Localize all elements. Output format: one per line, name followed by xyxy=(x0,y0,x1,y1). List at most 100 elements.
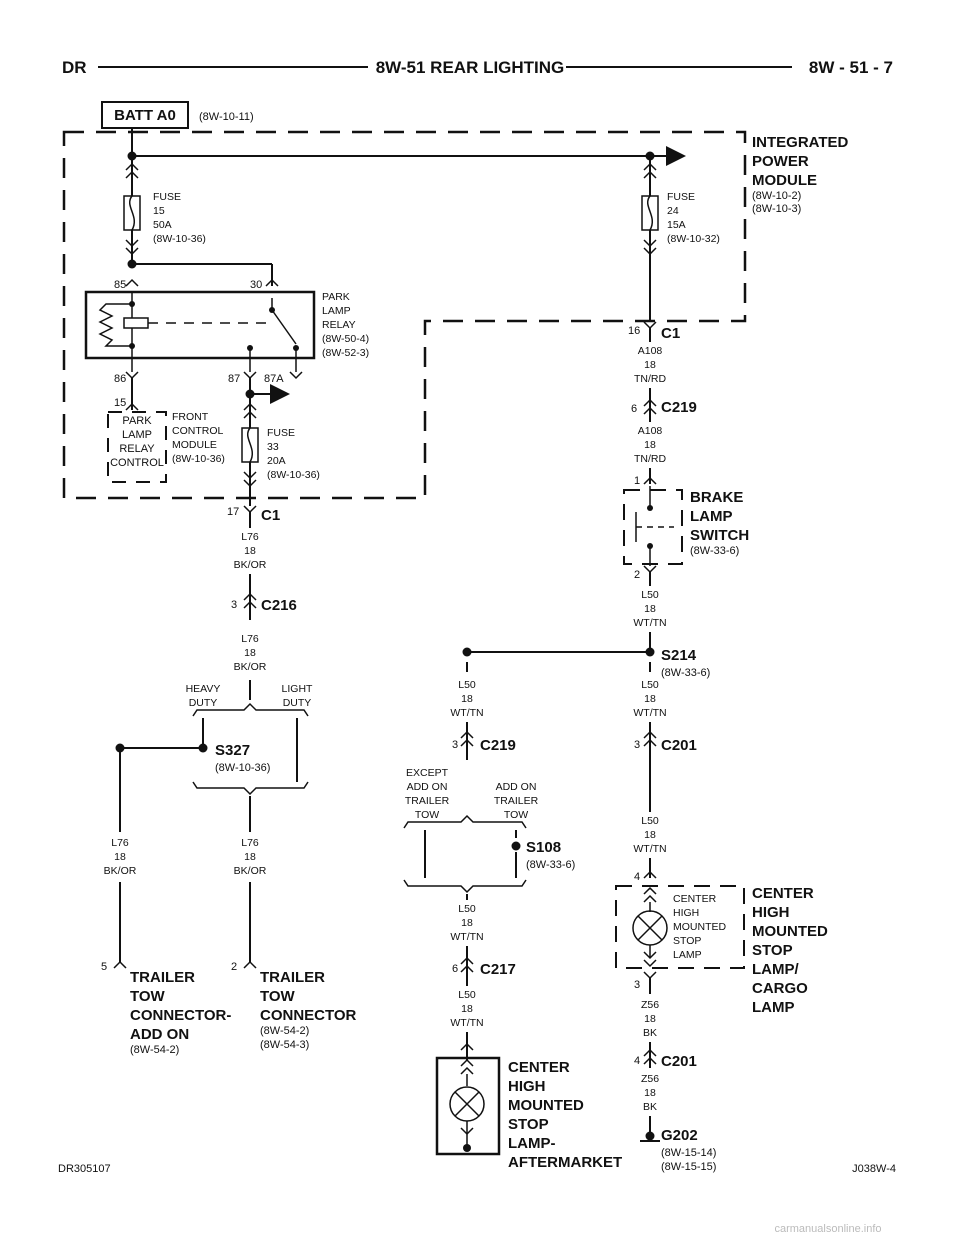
svg-text:FUSE: FUSE xyxy=(153,191,181,203)
svg-text:CONTROL: CONTROL xyxy=(110,457,164,469)
svg-text:TRAILER: TRAILER xyxy=(130,969,195,986)
wire-z56-2: Z56 18 BK xyxy=(641,1073,659,1113)
svg-text:S214: S214 xyxy=(661,647,697,664)
wire-l76-1: L76 18 BK/OR xyxy=(234,531,267,571)
svg-text:15: 15 xyxy=(153,205,165,217)
svg-text:A108: A108 xyxy=(638,425,663,437)
svg-text:LAMP-: LAMP- xyxy=(508,1135,556,1152)
svg-text:POWER: POWER xyxy=(752,153,809,170)
svg-text:STOP: STOP xyxy=(752,942,793,959)
svg-text:FUSE: FUSE xyxy=(667,191,695,203)
svg-text:85: 85 xyxy=(114,279,126,291)
wire-l50-2: L50 18 WT/TN xyxy=(450,679,483,719)
svg-text:ADD ON: ADD ON xyxy=(407,781,448,793)
wire-a108-2: A108 18 TN/RD xyxy=(634,425,666,465)
connector-c219-mid: 3 C219 xyxy=(452,730,516,754)
svg-text:C1: C1 xyxy=(261,507,280,524)
svg-text:ADD ON: ADD ON xyxy=(130,1026,189,1043)
wire-l50-4: L50 18 WT/TN xyxy=(450,903,483,943)
svg-text:TRAILER: TRAILER xyxy=(260,969,325,986)
svg-text:(8W-10-3): (8W-10-3) xyxy=(752,203,801,215)
svg-text:C217: C217 xyxy=(480,961,516,978)
svg-text:WT/TN: WT/TN xyxy=(450,1017,483,1029)
svg-text:2: 2 xyxy=(231,961,237,973)
svg-text:BK/OR: BK/OR xyxy=(234,559,267,571)
svg-text:HIGH: HIGH xyxy=(673,907,699,919)
connector-c1-left: 17 C1 xyxy=(227,505,280,528)
svg-text:86: 86 xyxy=(114,373,126,385)
svg-text:CONNECTOR: CONNECTOR xyxy=(260,1007,357,1024)
svg-text:24: 24 xyxy=(667,205,679,217)
svg-text:WT/TN: WT/TN xyxy=(450,707,483,719)
svg-text:18: 18 xyxy=(644,603,656,615)
svg-text:BK: BK xyxy=(643,1101,657,1113)
svg-text:TN/RD: TN/RD xyxy=(634,373,666,385)
svg-text:5: 5 xyxy=(101,961,107,973)
svg-text:LAMP: LAMP xyxy=(690,508,733,525)
svg-text:18: 18 xyxy=(114,851,126,863)
svg-text:TOW: TOW xyxy=(504,809,528,821)
svg-text:L76: L76 xyxy=(111,837,129,849)
ipm-outline xyxy=(62,130,747,500)
wire-l76-4: L76 18 BK/OR xyxy=(234,837,267,877)
connector-c201-bottom: 4 C201 xyxy=(634,1048,697,1070)
svg-text:3: 3 xyxy=(634,979,640,991)
svg-text:L76: L76 xyxy=(241,837,259,849)
fuse-24: FUSE 24 15A (8W-10-32) xyxy=(641,156,720,322)
svg-text:C201: C201 xyxy=(661,1053,697,1070)
batt-box xyxy=(101,101,189,129)
connector-c216: 3 C216 xyxy=(231,592,297,614)
fuse-15: FUSE 15 50A (8W-10-36) xyxy=(123,156,206,264)
svg-text:S327: S327 xyxy=(215,742,250,759)
svg-text:SWITCH: SWITCH xyxy=(690,527,749,544)
svg-text:17: 17 xyxy=(227,506,239,518)
svg-text:18: 18 xyxy=(644,1087,656,1099)
watermark: carmanualsonline.info xyxy=(774,1223,881,1235)
svg-text:3: 3 xyxy=(634,739,640,751)
svg-text:18: 18 xyxy=(461,917,473,929)
svg-text:2: 2 xyxy=(634,569,640,581)
svg-text:87: 87 xyxy=(228,373,240,385)
svg-text:6: 6 xyxy=(452,963,458,975)
svg-text:S108: S108 xyxy=(526,839,561,856)
svg-text:50A: 50A xyxy=(153,219,172,231)
svg-text:LAMP: LAMP xyxy=(673,949,702,961)
connector-c217: 6 C217 xyxy=(452,956,516,978)
svg-text:RELAY: RELAY xyxy=(119,443,155,455)
svg-text:STOP: STOP xyxy=(508,1116,549,1133)
svg-text:CONNECTOR-: CONNECTOR- xyxy=(130,1007,231,1024)
svg-text:CARGO: CARGO xyxy=(752,980,808,997)
wire-a108-1: A108 18 TN/RD xyxy=(634,345,666,385)
svg-text:18: 18 xyxy=(244,545,256,557)
batt-ref: (8W-10-11) xyxy=(199,111,254,123)
svg-text:4: 4 xyxy=(634,871,640,883)
svg-text:(8W-54-2): (8W-54-2) xyxy=(130,1044,179,1056)
svg-text:3: 3 xyxy=(231,599,237,611)
svg-text:L50: L50 xyxy=(641,679,659,691)
footer-right: J038W-4 xyxy=(852,1163,896,1175)
svg-text:AFTERMARKET: AFTERMARKET xyxy=(508,1154,622,1171)
svg-text:L50: L50 xyxy=(458,903,476,915)
svg-text:(8W-15-15): (8W-15-15) xyxy=(661,1161,716,1173)
svg-text:15: 15 xyxy=(114,397,126,409)
svg-text:BK/OR: BK/OR xyxy=(234,865,267,877)
header-left: DR xyxy=(62,58,87,77)
svg-text:3: 3 xyxy=(452,739,458,751)
svg-text:18: 18 xyxy=(644,1013,656,1025)
svg-text:Z56: Z56 xyxy=(641,999,659,1011)
svg-text:CENTER: CENTER xyxy=(508,1059,570,1076)
svg-text:HIGH: HIGH xyxy=(508,1078,546,1095)
svg-text:FRONT: FRONT xyxy=(172,411,209,423)
wire-l76-2: L76 18 BK/OR xyxy=(234,633,267,673)
svg-text:(8W-52-3): (8W-52-3) xyxy=(322,347,369,359)
svg-text:(8W-10-36): (8W-10-36) xyxy=(267,469,320,481)
svg-text:18: 18 xyxy=(644,439,656,451)
connector-c201-top: 3 C201 xyxy=(634,730,697,754)
splice-s108: S108 (8W-33-6) xyxy=(511,839,575,871)
footer-left: DR305107 xyxy=(58,1163,111,1175)
svg-text:WT/TN: WT/TN xyxy=(633,617,666,629)
svg-text:MODULE: MODULE xyxy=(752,172,817,189)
svg-text:WT/TN: WT/TN xyxy=(633,843,666,855)
wire-z56-1: Z56 18 BK xyxy=(641,999,659,1039)
